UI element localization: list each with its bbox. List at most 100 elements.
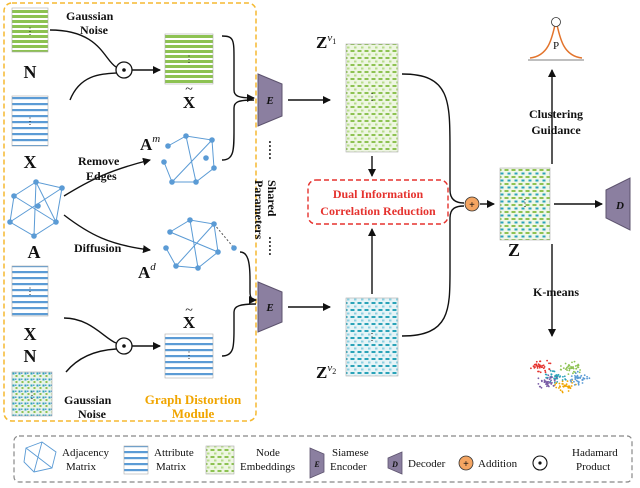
gaussian-noise-bottom-line1: Gaussian	[64, 393, 112, 407]
siamese-encoder-bottom: E	[257, 281, 283, 333]
scatter-point	[570, 385, 573, 387]
node-embeddings-Zv2: ⋮	[345, 297, 399, 377]
scatter-point	[564, 362, 567, 365]
scatter-point	[539, 371, 542, 374]
legend-adjacency-line1: Adjacency	[62, 447, 110, 459]
scatter-point	[558, 376, 561, 378]
scatter-point	[574, 378, 577, 381]
matrix-dots: ⋮	[28, 390, 37, 400]
scatter-point	[548, 381, 551, 384]
scatter-point	[555, 376, 558, 379]
scatter-point	[553, 370, 556, 373]
edge-X-to-hadamard	[69, 72, 117, 101]
graph-distortion-module-box	[3, 2, 257, 422]
scatter-point	[565, 383, 568, 386]
legend-adjacency-icon	[23, 441, 57, 473]
scatter-point	[549, 377, 552, 379]
edge-remove-edges	[63, 157, 151, 197]
scatter-point	[533, 363, 536, 366]
scatter-point	[545, 383, 547, 385]
scatter-point	[530, 367, 532, 370]
scatter-point	[586, 377, 588, 380]
distorted-feature-matrix-bottom: ⋮	[164, 333, 214, 379]
scatter-point	[583, 374, 586, 377]
scatter-point	[563, 375, 566, 378]
legend-siamese-line2: Encoder	[330, 461, 367, 473]
scatter-point	[577, 383, 580, 386]
matrix-dots: ⋮	[26, 26, 35, 36]
module-title-line2: Module	[172, 406, 215, 421]
scatter-point	[581, 379, 584, 381]
dual-information-correlation-reduction-box	[307, 179, 449, 225]
legend-encoder-icon: E	[309, 447, 325, 479]
edge-zv2-to-addition	[401, 205, 465, 337]
scatter-point	[560, 365, 562, 367]
bracket-top-upper	[221, 35, 255, 102]
scatter-point	[539, 364, 541, 366]
scatter-point	[542, 364, 545, 367]
legend-node-embeddings-icon	[205, 445, 235, 475]
scatter-point	[558, 387, 560, 389]
scatter-point	[538, 370, 540, 373]
legend-box	[13, 435, 633, 483]
scatter-point	[579, 377, 581, 379]
decoder-letter: D	[615, 200, 624, 212]
scatter-point	[570, 375, 573, 377]
scatter-point	[561, 390, 564, 393]
node-embeddings-Zv1: ⋮	[345, 43, 399, 153]
scatter-point	[570, 367, 573, 369]
scatter-point	[576, 370, 579, 373]
scatter-point	[574, 372, 577, 375]
scatter-point	[548, 378, 551, 381]
label-A-d: Ad	[138, 261, 156, 282]
scatter-point	[588, 377, 591, 380]
scatter-point	[572, 372, 574, 375]
gaussian-noise-bottom-line2: Noise	[78, 407, 107, 421]
scatter-point	[542, 367, 545, 370]
legend-hadamard-line1: Hadamard	[572, 447, 618, 459]
scatter-point	[578, 371, 581, 374]
encoder-letter: E	[265, 302, 273, 314]
scatter-point	[586, 375, 588, 378]
scatter-point	[547, 382, 549, 385]
scatter-point	[544, 369, 546, 372]
legend-decoder-label: Decoder	[408, 458, 446, 470]
legend-hadamard-icon	[532, 455, 548, 471]
shared-parameters-line1: Shared	[265, 180, 279, 217]
legend-siamese-line1: Siamese	[332, 447, 369, 459]
scatter-point	[566, 380, 569, 382]
scatter-point	[536, 367, 539, 369]
scatter-point	[576, 376, 578, 379]
matrix-dots: ⋮	[520, 198, 530, 209]
scatter-point	[549, 362, 552, 365]
scatter-point	[546, 377, 549, 380]
scatter-point	[546, 359, 548, 362]
matrix-dots: ⋮	[185, 350, 194, 360]
distorted-feature-matrix-top: ⋮	[164, 33, 214, 85]
attribute-matrix-X-top: ⋮	[11, 95, 49, 147]
matrix-dots: ⋮	[185, 54, 194, 64]
hadamard-dot	[122, 344, 126, 348]
graph-A-nodes	[7, 179, 65, 239]
legend-node-line2: Embeddings	[240, 461, 295, 473]
scatter-point	[548, 362, 550, 365]
scatter-point	[579, 369, 581, 371]
scatter-point	[564, 368, 567, 370]
label-N-top: N	[24, 62, 37, 82]
scatter-point	[534, 366, 536, 368]
legend-node-line1: Node	[256, 447, 280, 459]
scatter-point	[546, 385, 548, 388]
scatter-point	[536, 365, 539, 368]
scatter-point	[554, 375, 556, 378]
scatter-point	[537, 363, 540, 366]
scatter-point	[559, 389, 562, 392]
scatter-point	[557, 373, 560, 376]
scatter-point	[543, 366, 546, 368]
scatter-point	[575, 379, 578, 382]
label-Zv2: Zv2	[316, 362, 336, 382]
distribution-p-plot: P	[528, 17, 584, 61]
matrix-dots: ⋮	[367, 92, 377, 103]
scatter-point	[581, 382, 584, 384]
matrix-dots: ⋮	[26, 116, 35, 126]
scatter-point	[537, 377, 540, 380]
